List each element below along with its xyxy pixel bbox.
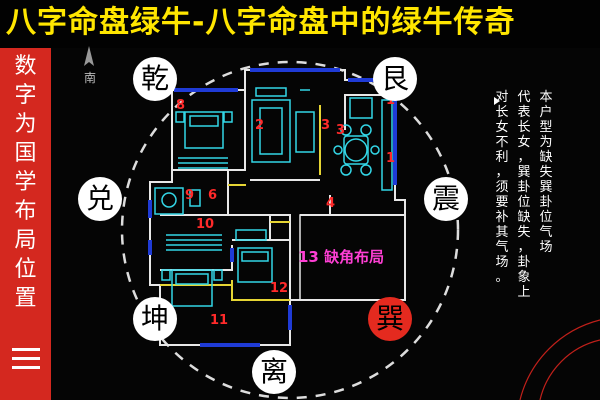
furniture-bedroom-bottom: [161, 234, 223, 307]
note-column-2: 代表长女，巽卦位缺失，卦象上: [517, 90, 531, 300]
room-8-label: 8: [176, 98, 185, 113]
compass-south-label: 南: [84, 71, 97, 85]
missing-area: [299, 214, 406, 301]
title-bar: 八字命盘绿牛-八字命盘中的绿牛传奇: [0, 0, 600, 48]
room-11-label: 11: [210, 313, 228, 328]
room-3a-label: 3: [321, 118, 330, 133]
sidebar-label: 数字为国学布局位置: [14, 54, 37, 311]
trigram-dui: 兑: [78, 177, 122, 221]
furniture-living: [251, 87, 393, 191]
room-10-label: 10: [196, 217, 214, 232]
trigram-li: 离: [252, 350, 296, 394]
room-1-label: 1: [386, 151, 395, 166]
room-9-label: 9: [185, 188, 194, 203]
corner-arcs: [519, 319, 600, 400]
trigram-kun: 坤: [133, 297, 177, 341]
menu-icon[interactable]: [12, 348, 40, 370]
furniture-bathroom: [154, 187, 201, 215]
room-2-label: 2: [255, 118, 264, 133]
note-column-3: 对长女不利，须要补其气场。: [495, 90, 509, 285]
compass-ring: [120, 60, 460, 400]
north-arrow-icon: [84, 46, 94, 66]
missing-area-label: 13 缺角布局: [298, 248, 385, 266]
trigram-zhen: 震: [424, 177, 468, 221]
page-title: 八字命盘绿牛-八字命盘中的绿牛传奇: [6, 5, 516, 40]
sidebar: 数字为国学布局位置: [0, 48, 51, 400]
trigram-xun: 巽: [368, 297, 412, 341]
room-6-label: 6: [208, 188, 217, 203]
room-4-label: 4: [326, 196, 335, 211]
furniture-bedroom-right: [235, 229, 273, 283]
note-bullet-icon: [494, 97, 500, 105]
furniture-bedroom-top: [175, 111, 233, 169]
room-12-label: 12: [270, 281, 288, 296]
note-column-1: 本户型为缺失巽卦位气场: [539, 90, 553, 255]
trigram-gen: 艮: [373, 57, 417, 101]
note-panel: 本户型为缺失巽卦位气场 代表长女，巽卦位缺失，卦象上 对长女不利，须要补其气场。: [488, 90, 600, 300]
room-3b-label: 3: [336, 123, 345, 138]
trigram-qian: 乾: [133, 57, 177, 101]
